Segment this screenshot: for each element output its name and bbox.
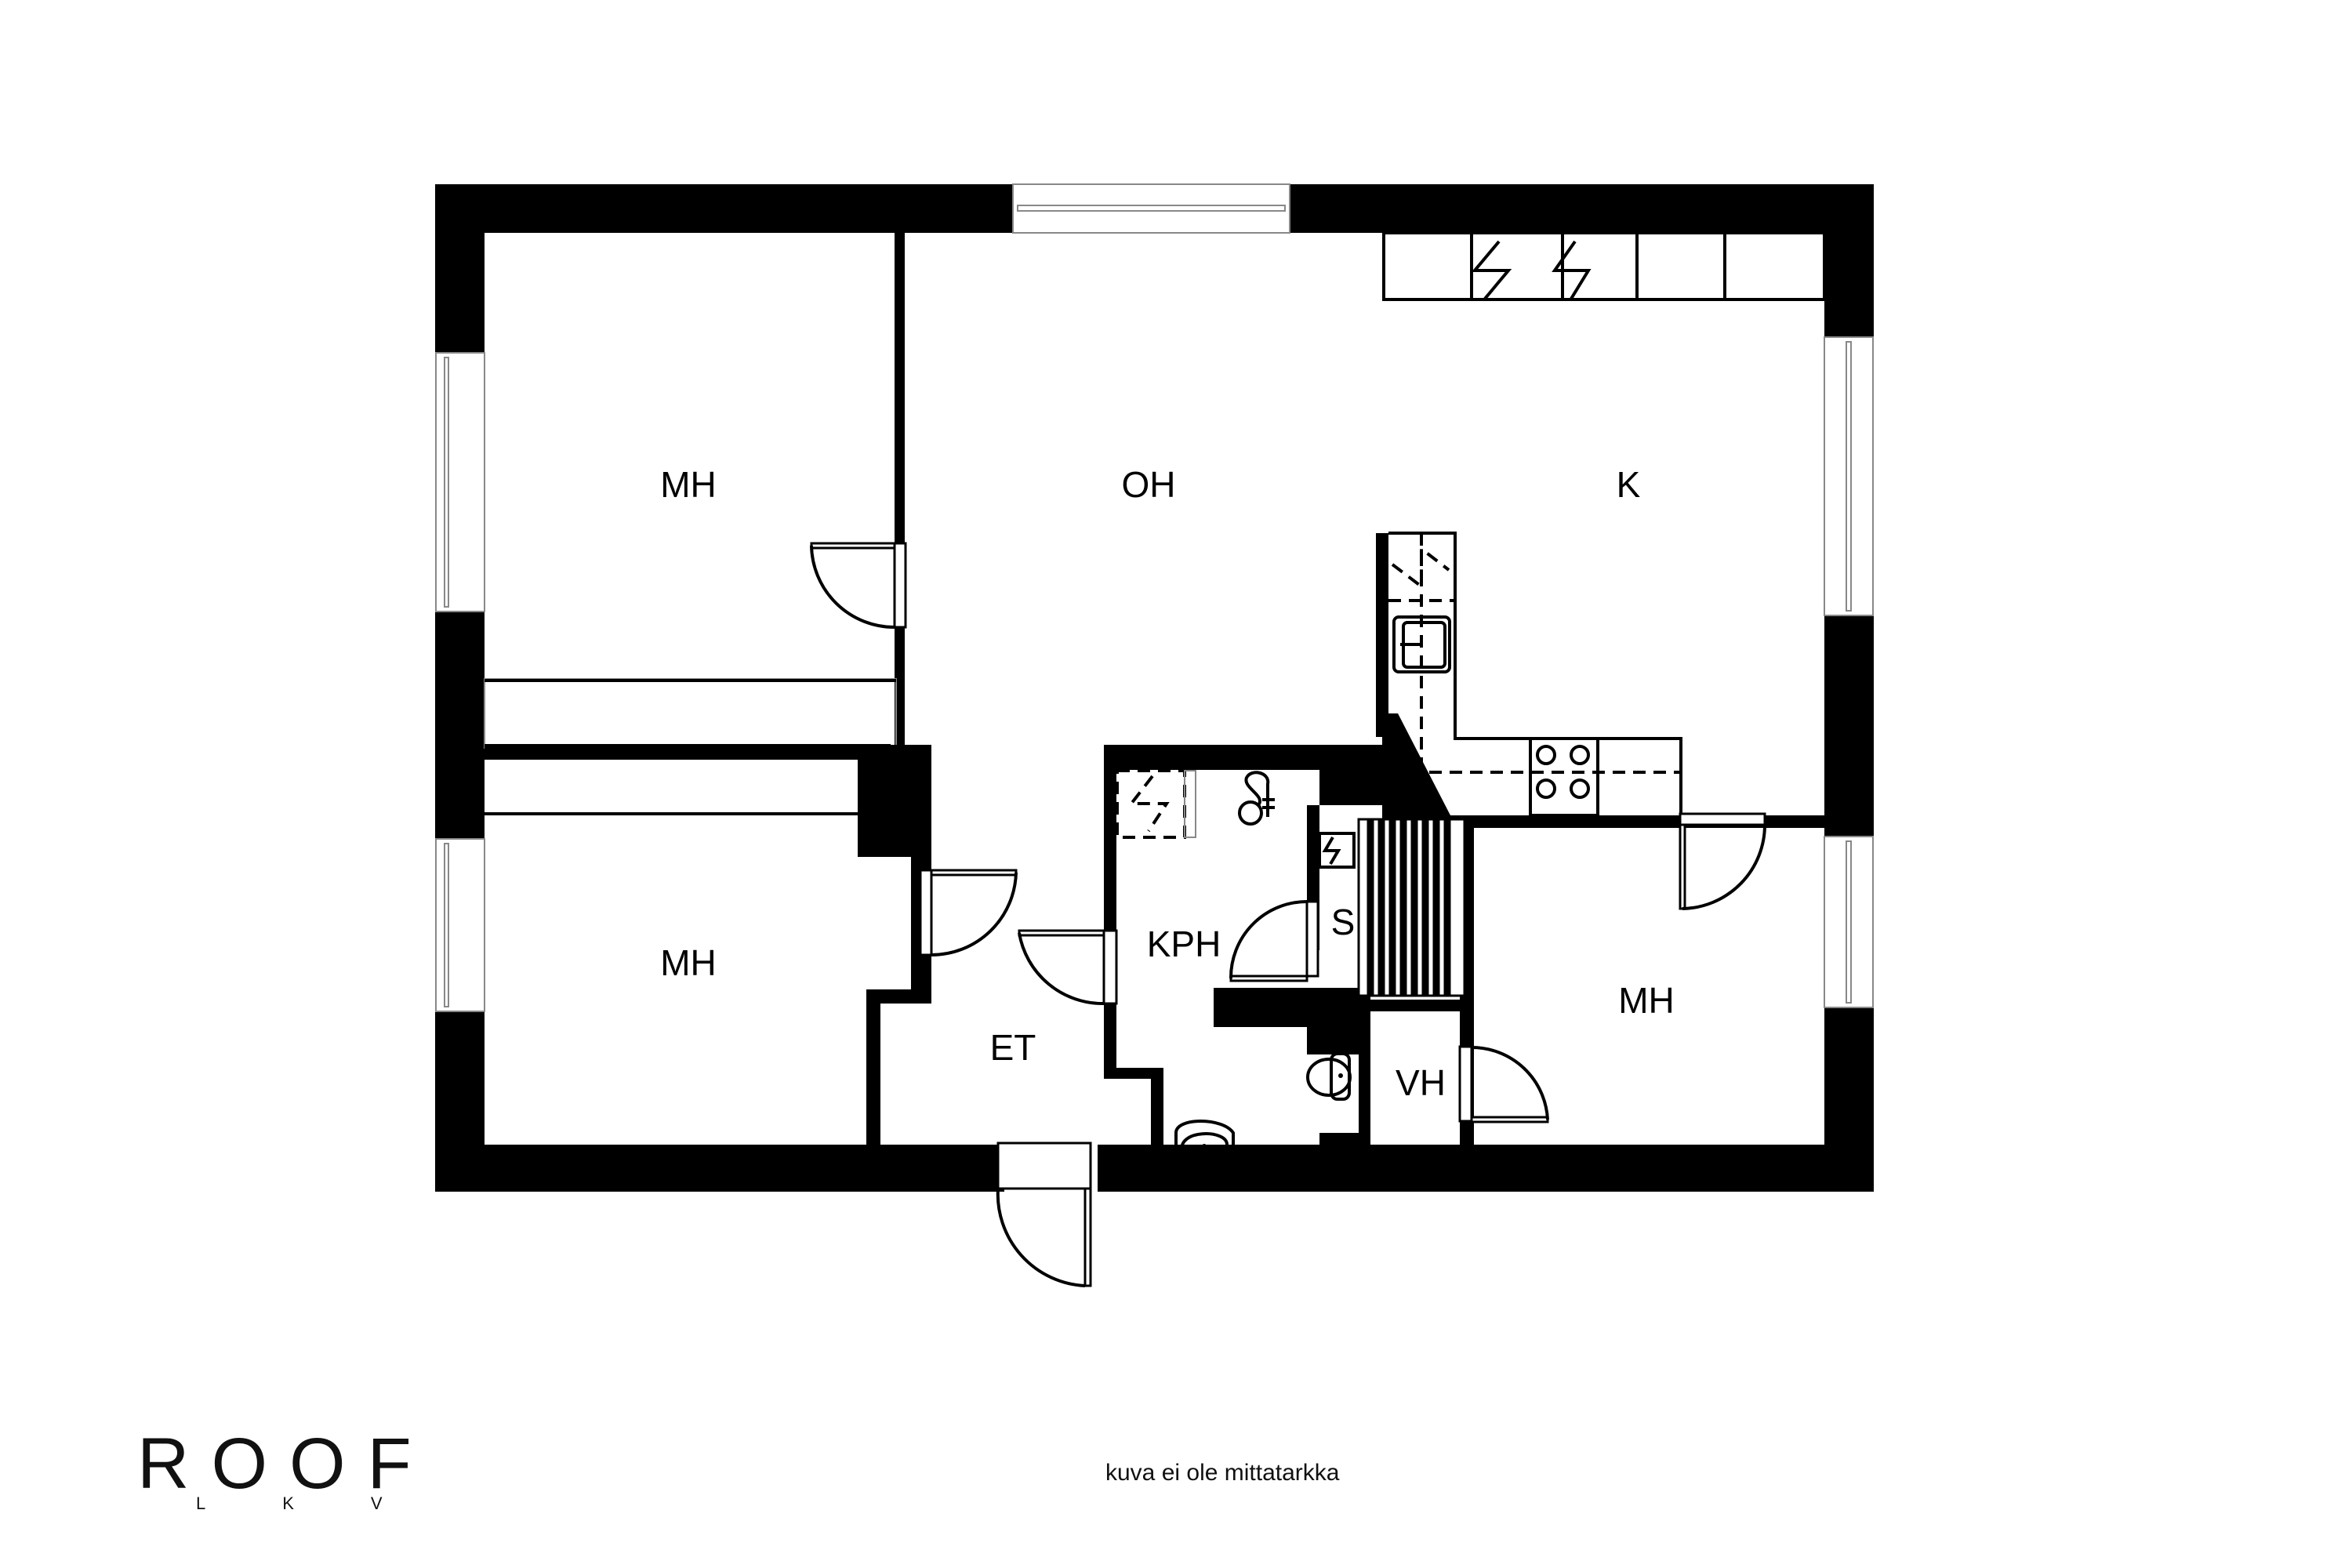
sink-icon	[1392, 615, 1451, 673]
washing-machine-icon	[1552, 240, 1592, 300]
roof-logo: ROOF	[137, 1424, 434, 1504]
door-wardrobe[interactable]	[1458, 1045, 1549, 1123]
outer-walls	[435, 184, 1874, 1192]
washing-machine-icon	[1127, 775, 1170, 833]
room-label-living-room: OH	[1122, 464, 1176, 505]
bathroom-fixtures	[1116, 769, 1356, 1160]
room-label-bedroom-3: MH	[1618, 980, 1675, 1021]
door-bathroom[interactable]	[1018, 929, 1118, 1006]
kitchen-upper-cabinets	[1382, 231, 1826, 301]
room-label-kitchen: K	[1617, 464, 1641, 505]
toilet-icon	[1306, 1052, 1352, 1101]
kitchen-peninsula	[1388, 532, 1682, 817]
door-bedroom-3[interactable]	[1679, 812, 1766, 910]
window-top	[1012, 183, 1290, 234]
door-bedroom-2[interactable]	[919, 869, 1018, 956]
room-label-bathroom: KPH	[1147, 924, 1221, 964]
lkv-logo-subtitle: LKV	[196, 1494, 459, 1513]
room-label-wardrobe: VH	[1396, 1062, 1446, 1103]
doors	[810, 542, 1766, 1287]
room-label-bedroom-1: MH	[660, 464, 717, 505]
window-left-upper	[435, 352, 485, 612]
window-right-lower	[1824, 836, 1874, 1008]
shower-icon	[1238, 771, 1275, 826]
windows	[435, 183, 1874, 1012]
dishwasher-icon	[1471, 240, 1512, 300]
window-left-lower	[435, 838, 485, 1012]
room-label-sauna: S	[1331, 902, 1356, 942]
room-label-hallway: ET	[990, 1027, 1036, 1068]
room-labels: MH OH K MH KPH S ET VH MH	[660, 464, 1675, 1103]
room-label-bedroom-2: MH	[660, 942, 717, 983]
interior-walls	[484, 233, 1824, 1147]
door-entry[interactable]	[996, 1142, 1092, 1287]
window-right-upper	[1824, 336, 1874, 616]
door-bedroom-1[interactable]	[810, 542, 907, 629]
sauna-bench-icon	[1357, 818, 1466, 997]
scale-disclaimer: kuva ei ole mittatarkka	[1105, 1460, 1340, 1486]
sauna-heater-icon	[1318, 832, 1356, 869]
washbasin-icon	[1174, 1120, 1235, 1160]
stove-icon	[1529, 737, 1599, 817]
door-sauna[interactable]	[1229, 900, 1319, 982]
